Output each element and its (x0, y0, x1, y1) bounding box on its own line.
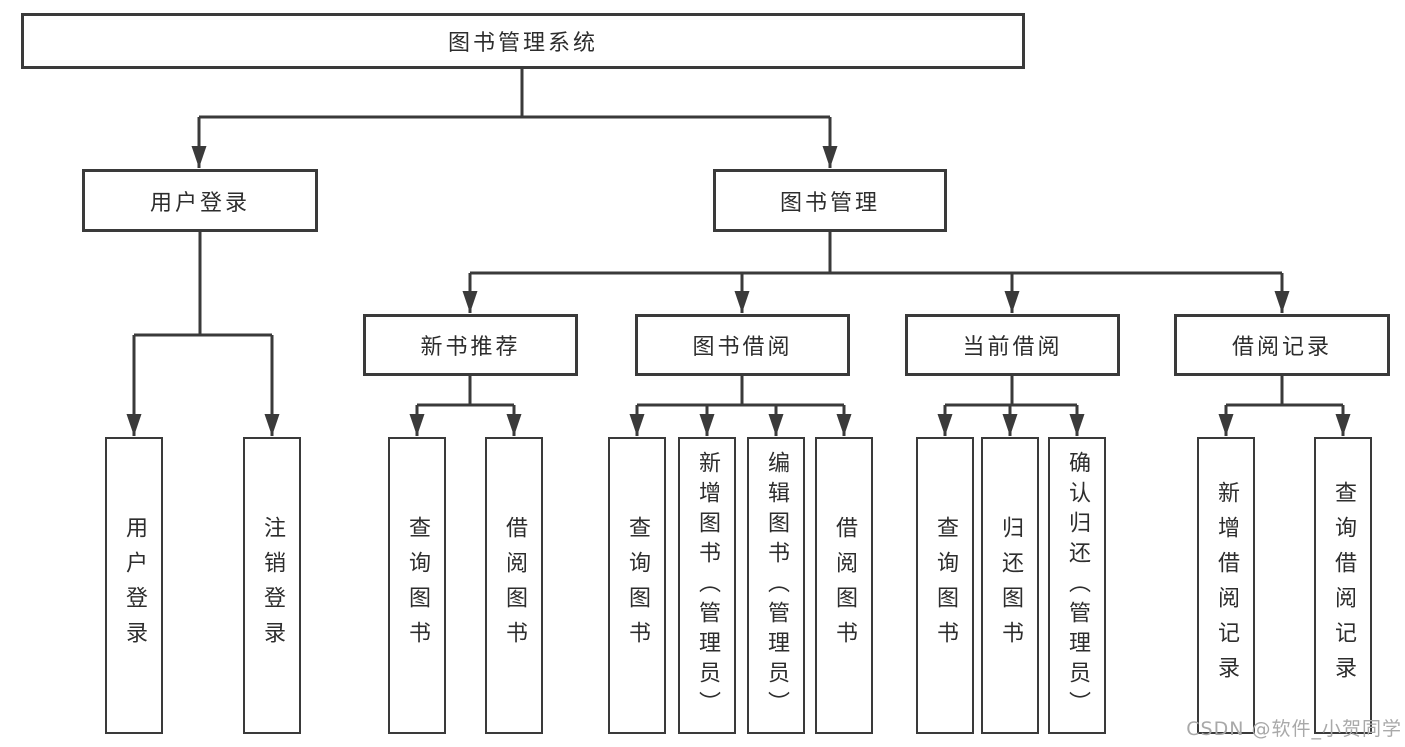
leaf-edit-books-admin: 编辑图书（管理员） (747, 437, 805, 734)
node-label: 新增借阅记录 (1214, 480, 1239, 691)
node-borrow-records: 借阅记录 (1174, 314, 1390, 376)
csdn-watermark: CSDN @软件_小贺同学 (1186, 718, 1402, 740)
node-label: 借阅图书 (832, 515, 857, 656)
node-user-login: 用户登录 (82, 169, 318, 232)
leaf-add-borrow-record: 新增借阅记录 (1197, 437, 1255, 734)
leaf-user-login: 用户登录 (105, 437, 163, 734)
node-label: 查询图书 (625, 515, 650, 656)
node-label: 确认归还（管理员） (1065, 450, 1090, 721)
leaf-query-books-recommend: 查询图书 (388, 437, 446, 734)
node-label: 注销登录 (260, 515, 285, 656)
leaf-return-books: 归还图书 (981, 437, 1039, 734)
node-label: 当前借阅 (962, 335, 1063, 360)
node-label: 查询图书 (933, 515, 958, 656)
node-label: 新书推荐 (420, 335, 521, 360)
connector-skeleton (134, 69, 1343, 407)
leaf-borrow-books-recommend: 借阅图书 (485, 437, 543, 734)
node-book-management: 图书管理 (713, 169, 947, 232)
leaf-borrow-books: 借阅图书 (815, 437, 873, 734)
leaf-confirm-return-admin: 确认归还（管理员） (1048, 437, 1106, 734)
node-label: 查询图书 (405, 515, 430, 656)
node-current-borrow: 当前借阅 (905, 314, 1120, 376)
node-label: 借阅记录 (1231, 335, 1332, 360)
leaf-logout: 注销登录 (243, 437, 301, 734)
node-label: 编辑图书（管理员） (764, 450, 789, 721)
node-book-borrow: 图书借阅 (635, 314, 850, 376)
node-label: 查询借阅记录 (1331, 480, 1356, 691)
leaf-query-books-borrow: 查询图书 (608, 437, 666, 734)
node-label: 图书借阅 (692, 335, 793, 360)
node-label: 借阅图书 (502, 515, 527, 656)
leaf-query-books-current: 查询图书 (916, 437, 974, 734)
leaf-add-books-admin: 新增图书（管理员） (678, 437, 736, 734)
node-label: 新增图书（管理员） (695, 450, 720, 721)
node-label: 归还图书 (998, 515, 1023, 656)
node-library-system: 图书管理系统 (21, 13, 1025, 69)
node-label: 图书管理系统 (447, 31, 598, 56)
node-label: 用户登录 (149, 190, 250, 216)
node-label: 图书管理 (779, 190, 880, 216)
leaf-query-borrow-record: 查询借阅记录 (1314, 437, 1372, 734)
node-label: 用户登录 (122, 515, 147, 656)
node-new-book-recommend: 新书推荐 (363, 314, 578, 376)
